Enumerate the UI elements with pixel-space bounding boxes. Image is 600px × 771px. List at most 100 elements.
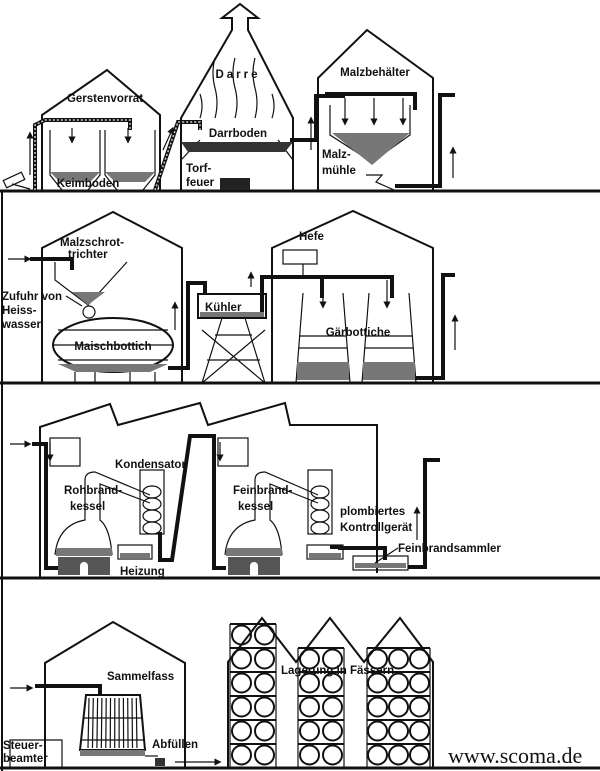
barrel bbox=[254, 624, 275, 646]
vat-stave bbox=[87, 697, 90, 749]
vat-stave bbox=[91, 697, 94, 749]
label-torf: Torf- bbox=[186, 163, 212, 175]
malt-hoppers bbox=[329, 98, 411, 191]
barrel bbox=[409, 648, 430, 670]
keimboden-building bbox=[41, 68, 161, 190]
darrboden-floor bbox=[181, 142, 293, 152]
label-feuer: feuer bbox=[186, 177, 215, 189]
barrel bbox=[231, 672, 252, 694]
barrel bbox=[388, 720, 409, 742]
label-hefe: Hefe bbox=[299, 231, 324, 243]
barrel bbox=[231, 720, 252, 742]
distillery-building bbox=[39, 401, 378, 578]
panel-storage: Steuer- beamter Sammelfass Abfüllen Lage… bbox=[3, 616, 434, 768]
barrel bbox=[367, 744, 388, 766]
barrel bbox=[322, 648, 343, 670]
barrel bbox=[409, 744, 430, 766]
grist-hopper bbox=[54, 261, 128, 306]
barrel bbox=[231, 624, 252, 646]
label-rohbrand-kessel: kessel bbox=[70, 501, 105, 513]
barrel bbox=[409, 672, 430, 694]
bottle bbox=[155, 758, 165, 766]
barrel bbox=[254, 720, 275, 742]
barrel bbox=[367, 720, 388, 742]
barrel bbox=[322, 672, 343, 694]
label-zufuhr-von: Zufuhr von bbox=[2, 291, 62, 303]
label-beamter: beamter bbox=[3, 753, 48, 765]
label-feinbrandsammler: Feinbrandsammler bbox=[398, 543, 501, 555]
barrel bbox=[367, 648, 388, 670]
label-feinbrand-kessel: kessel bbox=[238, 501, 273, 513]
panel-mashing: Malzschrot- trichter Zufuhr von Heiss- w… bbox=[1, 209, 459, 384]
fermentation-vessels bbox=[295, 280, 417, 384]
barrel bbox=[231, 744, 252, 766]
vat-stave bbox=[96, 697, 99, 749]
label-gerstenvorrat: Gerstenvorrat bbox=[67, 93, 143, 105]
yeast-tank bbox=[282, 249, 318, 265]
malzbehaelter-building bbox=[317, 28, 434, 190]
barrel bbox=[367, 672, 388, 694]
barrel bbox=[388, 744, 409, 766]
vat-stave bbox=[100, 697, 103, 749]
vat-stave bbox=[131, 697, 134, 749]
label-malzschrot: Malzschrot- bbox=[60, 237, 124, 249]
label-kuehler: Kühler bbox=[205, 302, 242, 314]
label-plombiertes: plombiertes bbox=[340, 506, 405, 518]
barrel bbox=[322, 720, 343, 742]
label-malz: Malz- bbox=[322, 149, 351, 161]
label-sammelfass: Sammelfass bbox=[107, 671, 174, 683]
barrel-racks bbox=[229, 623, 431, 768]
barrel bbox=[388, 672, 409, 694]
cooler-tower bbox=[201, 317, 266, 384]
cooler-tank bbox=[197, 293, 267, 319]
label-wasser: wasser bbox=[1, 319, 42, 331]
barrel bbox=[299, 672, 320, 694]
barrel bbox=[299, 696, 320, 718]
heat-waves bbox=[199, 57, 275, 119]
label-kondensator: Kondensator bbox=[115, 459, 186, 471]
label-maischbottich: Maischbottich bbox=[74, 341, 151, 353]
label-heizung: Heizung bbox=[120, 566, 165, 578]
label-kontrollgeraet: Kontrollgerät bbox=[340, 522, 412, 534]
barrel bbox=[299, 648, 320, 670]
germination-silos bbox=[49, 128, 156, 191]
vat-stave bbox=[135, 697, 138, 749]
label-darrboden: Darrboden bbox=[209, 128, 267, 140]
barrel bbox=[231, 696, 252, 718]
kontrollgeraet bbox=[306, 544, 344, 560]
sammelfass-building bbox=[44, 620, 186, 768]
label-steuer: Steuer- bbox=[3, 740, 43, 752]
label-heiss: Heiss- bbox=[2, 305, 37, 317]
feinbrandsammler-tank bbox=[352, 555, 409, 571]
barrel bbox=[322, 696, 343, 718]
peat-fire bbox=[220, 178, 250, 190]
barrel bbox=[254, 648, 275, 670]
maischbottich-building bbox=[41, 210, 183, 383]
panel-distilling: Kondensator Rohbrand- kessel Heizung Fei… bbox=[10, 401, 501, 578]
panel-malting: Gerstenvorrat Keimboden Darre Darrboden … bbox=[2, 2, 457, 191]
barrel bbox=[388, 648, 409, 670]
label-darre: Darre bbox=[215, 69, 260, 81]
barrel bbox=[388, 696, 409, 718]
barrel bbox=[254, 696, 275, 718]
label-trichter: trichter bbox=[68, 249, 108, 261]
barrel bbox=[367, 696, 388, 718]
barrel bbox=[254, 672, 275, 694]
barrel bbox=[254, 744, 275, 766]
sammelfass-vat bbox=[78, 694, 165, 766]
rohbrand-still bbox=[54, 471, 151, 575]
barrel bbox=[299, 744, 320, 766]
conveyor bbox=[2, 171, 31, 190]
mixer bbox=[82, 305, 96, 319]
label-muehle: mühle bbox=[322, 165, 356, 177]
label-malzbehaelter: Malzbehälter bbox=[340, 67, 410, 79]
label-feinbrand: Feinbrand- bbox=[233, 485, 293, 497]
label-keimboden: Keimboden bbox=[57, 178, 120, 190]
label-abfuellen: Abfüllen bbox=[152, 739, 198, 751]
barrel bbox=[231, 648, 252, 670]
barrel bbox=[409, 720, 430, 742]
barrel bbox=[409, 696, 430, 718]
feinbrand-still bbox=[224, 471, 319, 575]
barrel bbox=[299, 720, 320, 742]
